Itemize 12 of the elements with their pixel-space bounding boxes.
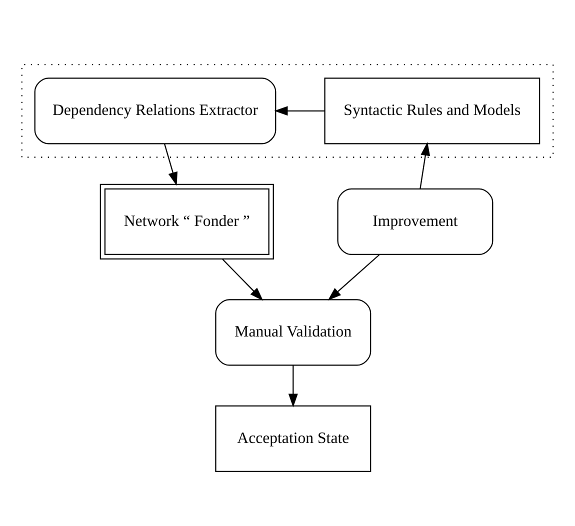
arrow bbox=[274, 106, 325, 116]
arrow bbox=[328, 254, 380, 300]
node-box: Syntactic Rules and Models bbox=[324, 77, 540, 144]
arrow bbox=[164, 143, 178, 186]
node-box: Network “ Fonder ” bbox=[100, 183, 274, 260]
node-box: Improvement bbox=[337, 188, 494, 255]
arrow bbox=[222, 258, 264, 300]
arrow bbox=[288, 364, 298, 407]
node-box: Dependency Relations Extractor bbox=[34, 77, 276, 144]
node-box: Acceptation State bbox=[215, 404, 372, 472]
arrow bbox=[420, 142, 430, 188]
node-box: Manual Validation bbox=[215, 298, 372, 366]
